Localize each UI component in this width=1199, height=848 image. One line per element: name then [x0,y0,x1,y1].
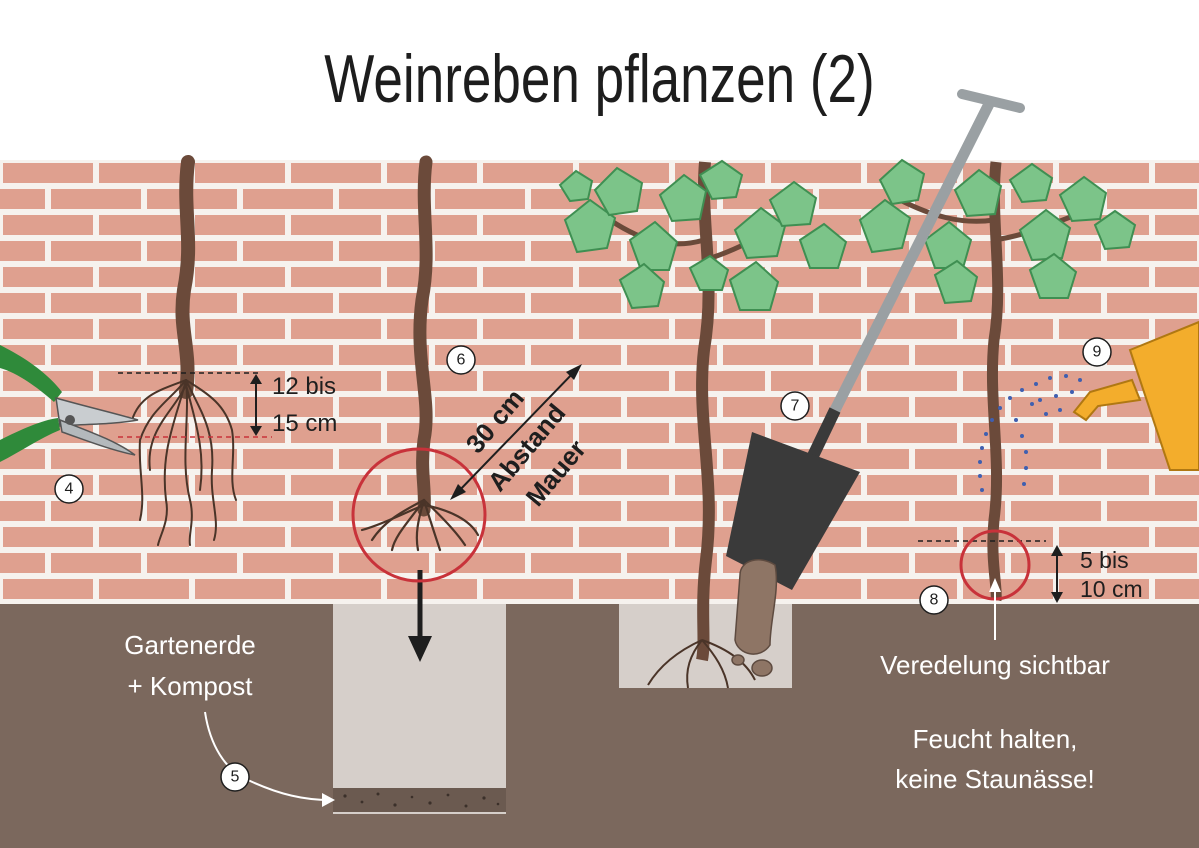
graft-visible-label: Veredelung sichtbar [880,650,1110,680]
svg-text:4: 4 [65,481,74,498]
graft-pointer-arrow [989,578,1001,640]
watering-can-icon [1072,320,1199,471]
planting-depth-arrow [1051,545,1063,603]
svg-text:6: 6 [457,352,466,369]
cut-length-label-2: 15 cm [272,410,337,437]
soil-label-1: Gartenerde [124,630,256,660]
svg-text:9: 9 [1093,344,1102,361]
vine-planted [558,159,848,689]
step-marker-4: 4 [54,474,84,504]
soil-ground [0,604,1199,848]
depth-label-2: 10 cm [1080,576,1143,602]
step-marker-7: 7 [780,391,810,421]
vine-cut-roots [131,155,237,546]
page-title: Weinreben pflanzen (2) [324,41,875,117]
water-drops [978,374,1082,492]
spade-icon [726,89,1025,677]
keep-moist-label-1: Feucht halten, [913,724,1078,754]
soil-label-2: + Kompost [127,671,253,701]
depth-label-1: 5 bis [1080,547,1129,573]
vine-with-roots [360,155,480,552]
cut-length-label-1: 12 bis [272,373,336,400]
step-marker-5: 5 [220,762,250,792]
svg-text:7: 7 [791,398,800,415]
svg-text:8: 8 [930,592,939,609]
root-highlight-circle [351,447,487,583]
svg-text:5: 5 [231,769,240,786]
pruning-shears-icon [0,345,139,462]
step-marker-6: 6 [446,345,476,375]
planting-hole [333,570,506,814]
step-marker-9: 9 [1082,337,1112,367]
vine-watered [858,158,1137,602]
distance-arrow [450,364,582,500]
cut-height-arrow [250,374,262,436]
keep-moist-label-2: keine Staunässe! [895,764,1094,794]
step-marker-8: 8 [919,585,949,615]
